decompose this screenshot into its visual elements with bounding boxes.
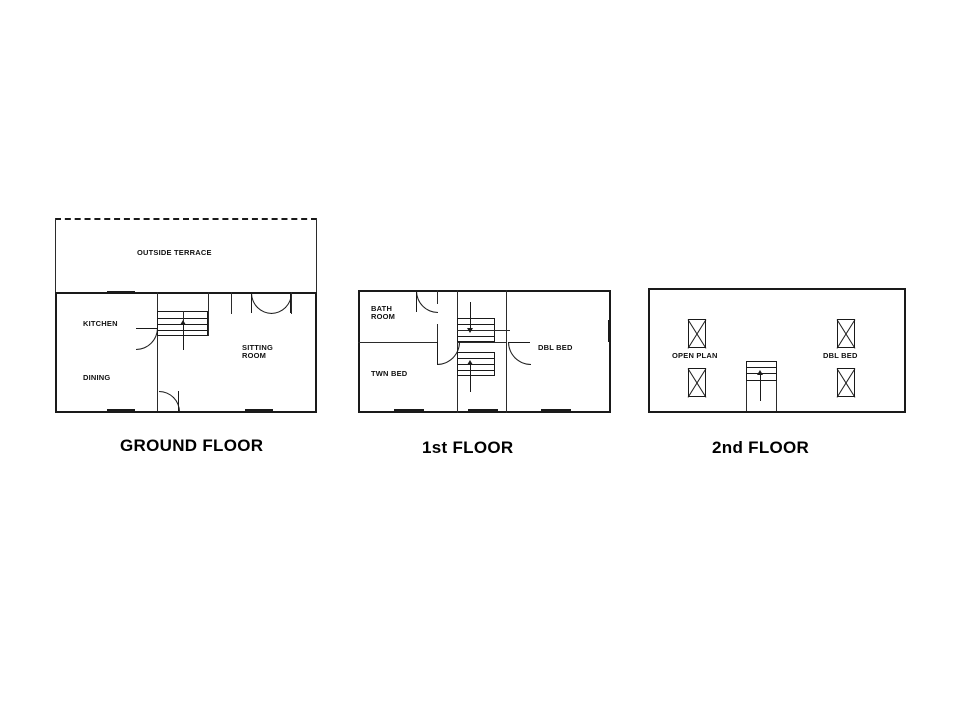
ground-right-wall bbox=[315, 292, 317, 413]
window-ground-bottom-left bbox=[107, 409, 135, 412]
stairs-second-arrow-up-icon bbox=[757, 370, 763, 375]
door-bathroom bbox=[416, 291, 438, 313]
door-twin-bed bbox=[437, 342, 460, 365]
door-double-bed bbox=[508, 342, 531, 365]
stair-half-landing bbox=[457, 342, 506, 343]
terrace-right-wall bbox=[316, 218, 317, 293]
floor-title-first: 1st FLOOR bbox=[422, 438, 514, 457]
window-kitchen-top bbox=[107, 291, 135, 294]
ground-top-wall bbox=[55, 292, 317, 294]
first-right-wall bbox=[609, 290, 611, 413]
second-stairs-right-wall bbox=[776, 361, 777, 411]
stairs-ground-arrow-shaft bbox=[183, 324, 185, 350]
door-sitting-room-left-leaf bbox=[251, 293, 272, 314]
terrace-dashed-boundary bbox=[55, 218, 317, 220]
room-label-sitting-room: SITTING ROOM bbox=[242, 343, 273, 361]
room-label-kitchen: KITCHEN bbox=[83, 319, 118, 328]
door-sitting-room-right-leaf bbox=[271, 293, 292, 314]
room-label-double-bed-first: DBL BED bbox=[538, 343, 573, 352]
room-label-outside-terrace: OUTSIDE TERRACE bbox=[137, 248, 212, 257]
bathroom-right-wall-lower bbox=[437, 324, 438, 342]
ground-floor-plan: OUTSIDE TERRACE bbox=[55, 218, 317, 413]
bathroom-bottom-wall bbox=[358, 342, 438, 343]
second-right-wall bbox=[904, 288, 906, 413]
floor-title-ground: GROUND FLOOR bbox=[120, 436, 264, 455]
stairs-first-up-arrow-shaft bbox=[470, 364, 472, 392]
second-floor-plan: OPEN PLAN DBL BED bbox=[648, 288, 906, 413]
floor-title-second: 2nd FLOOR bbox=[712, 438, 810, 457]
stairs-first-up bbox=[457, 352, 495, 376]
door-kitchen-dining bbox=[136, 328, 158, 350]
stairs-second-arrow-shaft bbox=[760, 374, 762, 401]
skylight-open-plan-lower bbox=[687, 367, 707, 398]
stair-enclosure-wall bbox=[208, 292, 209, 336]
room-label-open-plan: OPEN PLAN bbox=[672, 351, 718, 360]
window-double-bed-right bbox=[608, 320, 611, 342]
sitting-room-left-wall bbox=[231, 292, 232, 314]
stairs-first-arrow-up-icon bbox=[467, 360, 473, 365]
room-label-dining: DINING bbox=[83, 373, 111, 382]
skylight-double-bed-lower bbox=[836, 367, 856, 398]
window-ground-bottom-right bbox=[245, 409, 273, 412]
skylight-open-plan-upper bbox=[687, 318, 707, 349]
second-bottom-wall bbox=[648, 411, 906, 413]
ground-bottom-wall bbox=[55, 411, 317, 413]
first-bottom-wall bbox=[358, 411, 611, 413]
second-left-wall bbox=[648, 288, 650, 413]
ground-left-wall bbox=[55, 292, 57, 413]
window-first-bottom-centre bbox=[468, 409, 498, 412]
first-left-wall bbox=[358, 290, 360, 413]
stairs-first-down-arrow-shaft bbox=[470, 302, 472, 330]
room-label-twin-bed: TWN BED bbox=[371, 369, 408, 378]
second-top-wall bbox=[648, 288, 906, 290]
window-first-bottom-left bbox=[394, 409, 424, 412]
room-label-double-bed-second: DBL BED bbox=[823, 351, 858, 360]
first-floor-plan: BATH ROOM TWN BED DBL BED bbox=[358, 290, 611, 413]
stairs-first-down-rail bbox=[457, 330, 510, 331]
first-top-wall bbox=[358, 290, 611, 292]
door-sitting-room-bottom bbox=[159, 391, 180, 412]
ground-central-partition bbox=[157, 292, 158, 411]
stairs-first-arrow-down-icon bbox=[467, 328, 473, 333]
landing-right-wall bbox=[506, 290, 507, 413]
stairs-ground-arrow-up-icon bbox=[180, 320, 186, 325]
terrace-left-wall bbox=[55, 218, 56, 293]
sitting-room-door-right-jamb bbox=[291, 292, 292, 314]
window-first-bottom-right bbox=[541, 409, 571, 412]
second-stairs-left-wall bbox=[746, 361, 747, 411]
room-label-bathroom: BATH ROOM bbox=[371, 304, 396, 322]
skylight-double-bed-upper bbox=[836, 318, 856, 349]
